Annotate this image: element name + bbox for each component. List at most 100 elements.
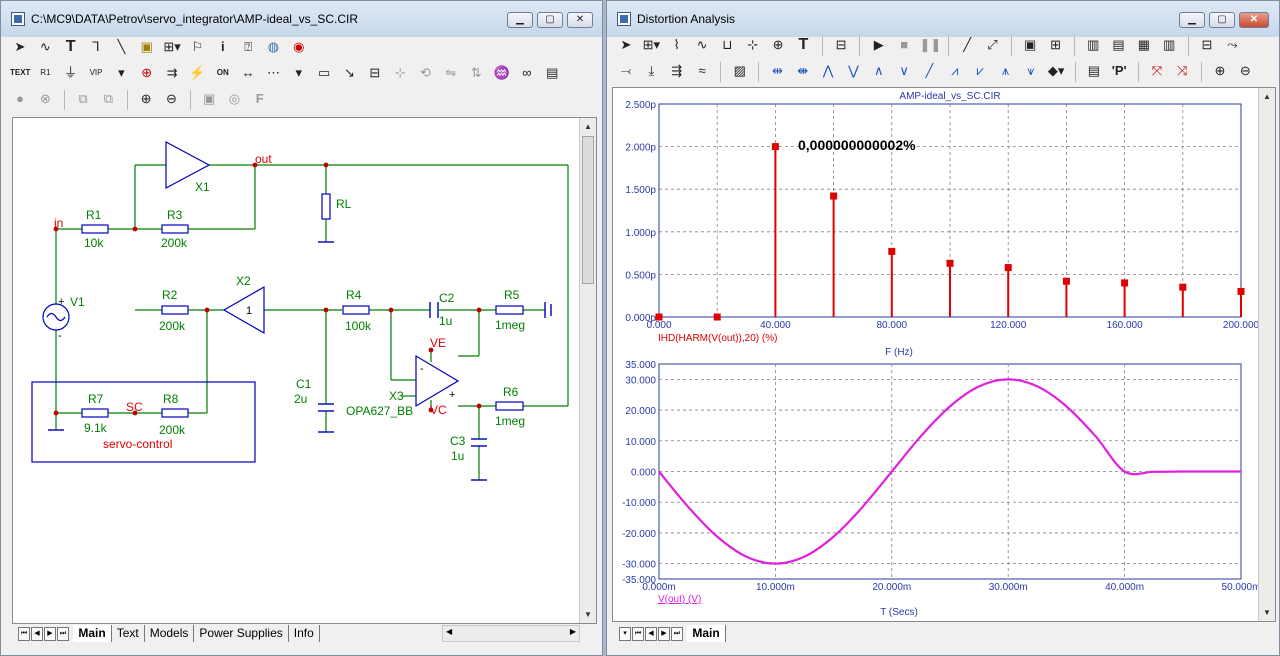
bottom-icon[interactable]: ⩚ — [1001, 63, 1010, 78]
tab-last-icon[interactable]: ⏭ — [671, 627, 683, 641]
scroll-down-icon[interactable]: ▼ — [584, 610, 592, 619]
table-icon[interactable]: ▤ — [1087, 63, 1101, 78]
cancel-circle-icon[interactable]: ⊗ — [39, 91, 51, 106]
global-low-icon[interactable]: ⩘ — [951, 63, 959, 78]
node-pin-icon[interactable]: ⏚ — [64, 65, 78, 80]
tab-text[interactable]: Text — [112, 625, 145, 642]
scroll-left-icon[interactable]: ◀ — [446, 627, 453, 636]
copy-icon[interactable]: ⧉ — [78, 91, 88, 106]
properties-icon[interactable]: ⊟ — [835, 37, 847, 52]
global-high-icon[interactable]: ╱ — [925, 63, 934, 78]
x-axis-icon[interactable]: ⤧ — [1151, 63, 1163, 78]
tab-last-icon[interactable]: ⏭ — [57, 627, 69, 641]
minimize-button[interactable]: ▁ — [507, 12, 533, 28]
tab-power-supplies[interactable]: Power Supplies — [194, 625, 289, 642]
pause-icon[interactable]: ❚❚ — [919, 37, 942, 52]
scope-icon[interactable]: ⌇ — [673, 37, 680, 52]
line-icon[interactable]: ↔ — [241, 65, 255, 80]
zoom-in-icon[interactable]: ⊕ — [140, 91, 152, 106]
valley-icon[interactable]: ⩛ — [1027, 63, 1035, 78]
find-icon[interactable]: ♒ — [493, 65, 510, 80]
grid-dots-icon[interactable]: ⋯ — [266, 65, 280, 80]
grid-lines-2-icon[interactable]: ▤ — [1112, 37, 1125, 52]
tab-prev-icon[interactable]: ◀ — [31, 627, 43, 641]
binoculars-icon[interactable]: ∞ — [522, 65, 532, 80]
scale-icon[interactable]: ▨ — [733, 63, 746, 78]
peak-icon[interactable]: ⇼ — [797, 63, 809, 78]
run-icon[interactable]: ▶ — [873, 37, 884, 52]
stop-icon[interactable]: ■ — [900, 37, 909, 52]
rotate-icon[interactable]: ⟲ — [420, 65, 431, 80]
scroll-up-icon[interactable]: ▲ — [584, 122, 592, 131]
top-icon[interactable]: ⩗ — [976, 63, 984, 78]
text-mode-icon[interactable]: TEXT — [10, 68, 31, 77]
cursor-lines-icon[interactable]: ⤳ — [1227, 37, 1238, 52]
grid-lines-1-icon[interactable]: ▥ — [1087, 37, 1100, 52]
camera-icon[interactable]: ▣ — [202, 91, 216, 106]
select-arrow-icon[interactable]: ➤ — [14, 39, 26, 54]
flip-icon[interactable]: ⇋ — [445, 65, 457, 80]
r1-label-icon[interactable]: R1 — [40, 68, 51, 77]
tab-first-icon[interactable]: ⏮ — [632, 627, 644, 641]
zoom-in-icon[interactable]: ⊕ — [1214, 63, 1226, 78]
grid-lines-3-icon[interactable]: ▦ — [1137, 37, 1151, 52]
probe-icon[interactable]: ⊕ — [772, 37, 784, 52]
stepping-icon[interactable]: ⊹ — [747, 37, 759, 52]
high-icon[interactable]: ⋀ — [822, 63, 834, 78]
component-dropdown-icon[interactable]: ⊞▾ — [163, 39, 181, 54]
vip-icon[interactable]: VIP — [89, 68, 103, 77]
text-tool-icon[interactable]: T — [798, 36, 809, 53]
toggle-icon[interactable]: ⚡ — [189, 65, 206, 80]
wire-wave-icon[interactable]: ∿ — [39, 39, 51, 54]
plot-vertical-scrollbar[interactable]: ▲ ▼ — [1258, 88, 1275, 621]
tab-first-icon[interactable]: ⏮ — [18, 627, 30, 641]
tab-main[interactable]: Main — [73, 625, 112, 642]
dropdown-arrow-icon[interactable]: ▾ — [295, 65, 303, 80]
schematic-window[interactable]: C:\MC9\DATA\Petrov\servo_integrator\AMP-… — [0, 0, 603, 656]
cursor-left-icon[interactable]: ⤙ — [620, 63, 632, 78]
cursor-mode-icon[interactable]: ⇶ — [671, 63, 683, 78]
component-dropdown-icon[interactable]: ⊞▾ — [642, 37, 661, 52]
low-icon[interactable]: ⋁ — [848, 63, 859, 78]
cursor-down-icon[interactable]: ⤓ — [648, 63, 655, 78]
flag-icon[interactable]: ▣ — [140, 39, 153, 54]
select-arrow-icon[interactable]: ➤ — [620, 37, 632, 52]
properties-icon[interactable]: ⊟ — [369, 65, 381, 80]
font-icon[interactable]: F — [255, 91, 264, 106]
close-button[interactable]: ✕ — [567, 12, 593, 28]
grid-icon[interactable]: ⊞ — [1050, 37, 1061, 52]
analysis-titlebar[interactable]: Distortion Analysis ▁ ▢ ✕ — [607, 1, 1279, 37]
tab-models[interactable]: Models — [145, 625, 195, 642]
bracket-icon[interactable]: ⊔ — [722, 37, 733, 52]
mirror-icon[interactable]: ⇅ — [470, 65, 482, 80]
notes-icon[interactable]: ▤ — [546, 65, 559, 80]
horizontal-cursor-icon[interactable]: ⇹ — [771, 63, 783, 78]
minimize-button[interactable]: ▁ — [1179, 12, 1205, 28]
scroll-right-icon[interactable]: ▶ — [569, 627, 576, 636]
window-icon[interactable]: ▣ — [1024, 37, 1037, 52]
arrow-key-icon[interactable]: ↘ — [344, 65, 355, 80]
wave-icon[interactable]: ∿ — [696, 37, 708, 52]
close-button[interactable]: ✕ — [1239, 12, 1269, 28]
minor-grid-icon[interactable]: ⊟ — [1201, 37, 1213, 52]
schematic-vertical-scrollbar[interactable]: ▲ ▼ — [579, 118, 596, 623]
paste-icon[interactable]: ⧉ — [103, 91, 114, 106]
tab-next-icon[interactable]: ▶ — [658, 627, 670, 641]
schematic-titlebar[interactable]: C:\MC9\DATA\Petrov\servo_integrator\AMP-… — [1, 1, 602, 37]
wave-edit-icon[interactable]: ≈ — [698, 63, 706, 78]
stop-circle-icon[interactable]: ● — [16, 91, 24, 106]
dropdown-icon[interactable]: ▾ — [619, 627, 631, 641]
scroll-up-icon[interactable]: ▲ — [1263, 92, 1271, 101]
schematic-canvas[interactable]: out in SC VE VC servo-control R1 10k R3 … — [12, 117, 597, 624]
analysis-window[interactable]: Distortion Analysis ▁ ▢ ✕ ➤ ⊞▾ ⌇ ∿ ⊔ ⊹ ⊕… — [606, 0, 1280, 656]
schematic-horizontal-scrollbar[interactable]: ◀ ▶ — [442, 625, 580, 642]
globe-icon[interactable]: ◍ — [267, 39, 280, 54]
slope-icon[interactable]: ∨ — [899, 63, 909, 78]
stepping-icon[interactable]: ⊹ — [394, 65, 406, 80]
tab-main[interactable]: Main — [687, 625, 726, 642]
record-icon[interactable]: ◉ — [293, 39, 305, 54]
grid-lines-4-icon[interactable]: ▥ — [1163, 37, 1176, 52]
color-icon[interactable]: ◆▾ — [1047, 63, 1065, 78]
tab-next-icon[interactable]: ▶ — [44, 627, 56, 641]
